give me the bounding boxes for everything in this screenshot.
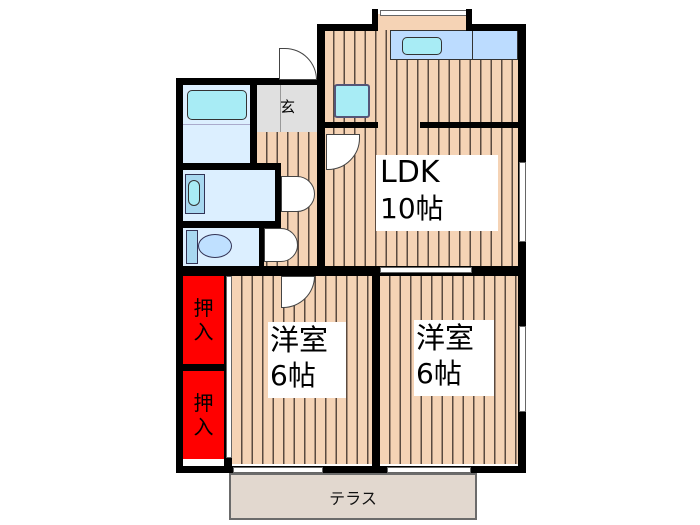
ldk-label: LDK 10帖 xyxy=(376,155,498,231)
wall xyxy=(176,163,276,170)
wall xyxy=(420,122,518,128)
western-room-2-label: 洋室 6帖 xyxy=(414,320,494,396)
ldk-east-window xyxy=(519,162,526,242)
closet-1-label-1: 押 xyxy=(193,296,214,320)
closet-2: 押 入 xyxy=(183,371,224,459)
wall xyxy=(324,122,378,128)
wall xyxy=(317,24,375,31)
entrance-step xyxy=(280,84,281,132)
closet-2-label-1: 押 xyxy=(193,391,214,415)
closet-2-label-2: 入 xyxy=(193,415,214,439)
bay-window-area xyxy=(376,14,468,30)
entrance-floor xyxy=(257,84,323,132)
wall xyxy=(372,276,380,466)
front-door[interactable] xyxy=(279,48,317,80)
wall xyxy=(259,228,264,270)
terrace: テラス xyxy=(229,473,477,520)
western-room-2-size: 6帖 xyxy=(416,357,462,390)
wall xyxy=(176,78,324,85)
wall xyxy=(176,266,526,276)
wall xyxy=(372,9,378,31)
wall xyxy=(518,24,526,473)
bathtub-icon xyxy=(187,90,247,120)
wall xyxy=(176,221,281,228)
bathroom-divider xyxy=(183,124,251,125)
wall xyxy=(275,163,281,226)
basin-oval-icon xyxy=(188,180,200,206)
kitchen-divider xyxy=(472,30,473,60)
ldk-floor xyxy=(324,30,518,268)
western-room-1-name: 洋室 xyxy=(270,323,329,357)
sink-icon xyxy=(402,37,442,55)
wall xyxy=(176,466,526,473)
toilet-door[interactable] xyxy=(264,228,298,262)
terrace-label: テラス xyxy=(329,488,377,508)
top-window xyxy=(380,10,468,16)
western-2-east-window xyxy=(519,326,526,412)
western-room-1-label: 洋室 6帖 xyxy=(268,322,346,398)
ldk-size: 10帖 xyxy=(380,192,444,225)
refrigerator-icon xyxy=(334,84,370,118)
western-room-1-size: 6帖 xyxy=(270,359,316,392)
western-2-south-window xyxy=(387,467,471,473)
entrance-label: 玄 xyxy=(280,98,296,116)
wall xyxy=(176,364,232,371)
ldk-sliding-door xyxy=(380,267,472,273)
toilet-tank-icon xyxy=(186,230,198,264)
wall xyxy=(317,24,325,274)
western-1-south-window xyxy=(233,467,323,473)
western-1-west-window xyxy=(226,276,232,458)
wall xyxy=(466,24,526,31)
western-room-2-name: 洋室 xyxy=(416,321,475,355)
washroom-door[interactable] xyxy=(281,176,315,212)
toilet-bowl-icon xyxy=(198,234,232,258)
closet-1-label-2: 入 xyxy=(193,320,214,344)
ldk-name: LDK xyxy=(380,155,440,190)
wall xyxy=(250,85,257,170)
closet-1: 押 入 xyxy=(183,276,224,364)
wall xyxy=(466,9,472,31)
